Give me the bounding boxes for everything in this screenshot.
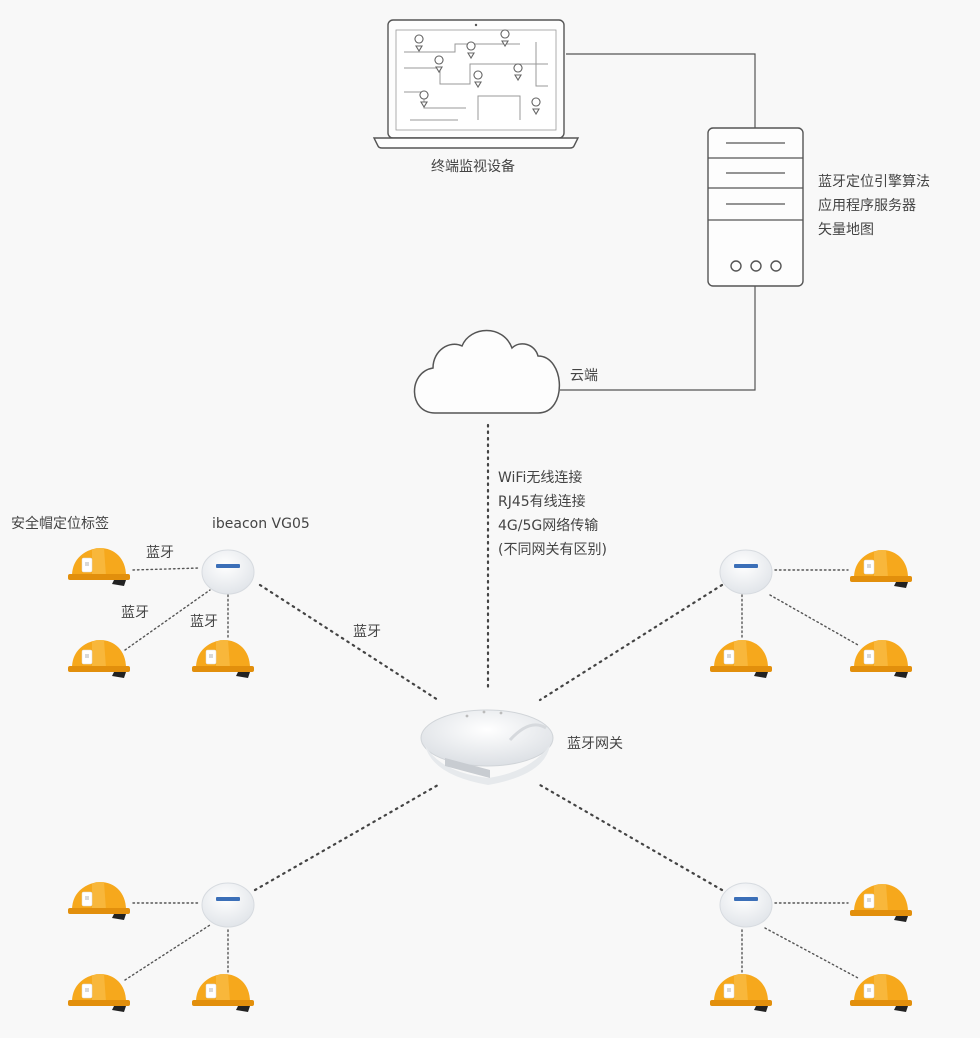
bluetooth-label: 蓝牙 [353, 624, 381, 640]
ibeacon-icon [201, 549, 255, 595]
server-label-line: 蓝牙定位引擎算法 [818, 174, 930, 190]
link-label-line: RJ45有线连接 [498, 494, 586, 510]
server-label-line: 矢量地图 [818, 222, 874, 238]
beacon-helmet-links [124, 567, 859, 981]
cloud-icon [413, 329, 561, 414]
safety-helmet-icon [67, 639, 130, 679]
bluetooth-label: 蓝牙 [121, 605, 149, 621]
safety-helmet-icon [849, 973, 912, 1013]
bluetooth-label: 蓝牙 [146, 545, 174, 561]
server-label: 蓝牙定位引擎算法 应用程序服务器 矢量地图 [818, 170, 930, 242]
safety-helmet-icon [709, 973, 772, 1013]
gateway-beacon-bl-link [253, 783, 440, 892]
server-cloud-link [560, 286, 756, 391]
safety-helmet-icon [849, 639, 912, 679]
gateway-beacon-br-link [538, 783, 724, 892]
safety-helmet-icon [67, 881, 130, 921]
gateway-beacon-tr-link [538, 583, 724, 702]
safety-helmet-icon [67, 973, 130, 1013]
ibeacon-icon [719, 549, 773, 595]
beacon-name-label: ibeacon VG05 [212, 516, 310, 532]
safety-helmet-icon [709, 639, 772, 679]
terminal-label: 终端监视设备 [431, 159, 515, 175]
safety-helmet-icon [849, 549, 912, 589]
link-label-line: 4G/5G网络传输 [498, 518, 599, 534]
bluetooth-gateway-icon [420, 709, 554, 785]
dotted-links [253, 423, 724, 892]
server-icon [707, 127, 804, 287]
laptop-server-link [566, 53, 756, 128]
bluetooth-label: 蓝牙 [190, 614, 218, 630]
gateway-label: 蓝牙网关 [567, 736, 623, 752]
server-label-line: 应用程序服务器 [818, 198, 916, 214]
ibeacon-icon [201, 882, 255, 928]
helmet-tag-label: 安全帽定位标签 [11, 516, 109, 532]
link-label-line: (不同网关有区别) [498, 542, 607, 558]
safety-helmet-icon [67, 547, 130, 587]
cloud-label: 云端 [570, 368, 598, 384]
safety-helmet-icon [191, 973, 254, 1013]
gateway-beacon-tl-link [258, 583, 440, 702]
ibeacon-icon [719, 882, 773, 928]
laptop-map-icon [372, 19, 580, 149]
solid-links [560, 53, 756, 391]
link-label: WiFi无线连接 RJ45有线连接 4G/5G网络传输 (不同网关有区别) [498, 466, 607, 562]
safety-helmet-icon [191, 639, 254, 679]
safety-helmet-icon [849, 883, 912, 923]
link-label-line: WiFi无线连接 [498, 470, 583, 486]
